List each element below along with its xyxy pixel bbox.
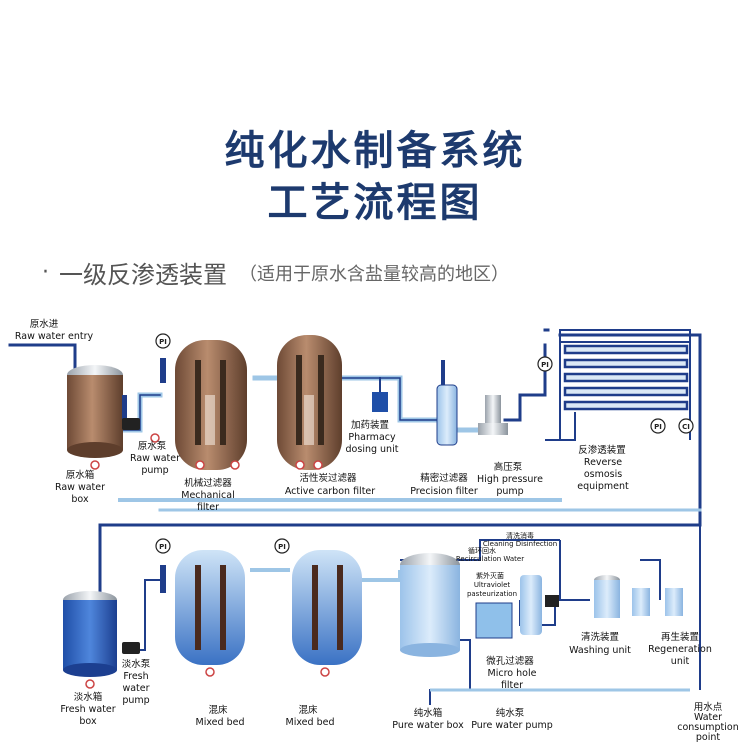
cleaning-en: Cleaning Disinfection [483,540,557,548]
recirc-en: Recirculation Water [456,555,524,563]
consumption-en3: point [696,732,721,743]
hp-pump-en1: High pressure [477,474,543,485]
fresh-pump-cn: 淡水泵 [122,658,151,670]
mixed-bed-1 [160,550,245,677]
raw-water-pump [122,418,160,443]
gauge-pi-2-label: PI [541,361,549,369]
mixed2-en: Mixed bed [286,717,335,728]
pure-pump-cn: 纯水泵 [496,707,525,719]
mech-en2: filter [197,502,219,513]
raw-box-en1: Raw water [55,482,105,493]
gauge-pi-4-label: PI [159,543,167,551]
precision-filter [436,360,458,446]
mixed1-cn: 混床 [208,704,228,716]
ro-en1: Reverse [584,457,622,468]
consumption-en1: Water [694,712,722,723]
washing-unit [594,575,620,618]
regen-en1: Regeneration [648,644,712,655]
raw-pump-en2: pump [141,465,168,476]
mech-cn: 机械过滤器 [184,477,232,489]
active-carbon-filter [277,335,342,470]
raw-pump-en1: Raw water [130,453,180,464]
cleaning-cn: 清洗消毒 [506,531,534,540]
gauge-pi-2: PI [537,356,553,372]
pure-box-cn: 纯水箱 [414,707,443,719]
ro-membrane-rack [545,329,691,441]
gauge-pi-3: PI [650,418,666,434]
dosing-en1: Pharmacy [348,432,396,443]
title-line-2: 工艺流程图 [267,180,483,226]
recirc-cn: 循环回水 [468,546,496,555]
gauge-pi-4: PI [155,538,171,554]
subtitle: · 一级反渗透装置 （适用于原水含盐量较高的地区） [42,255,509,290]
gauge-pi-5: PI [274,538,290,554]
gauge-pi-1: PI [155,333,171,349]
gauge-ci-label: CI [682,423,690,431]
mixed-bed-2 [292,550,362,677]
hp-pump-cn: 高压泵 [494,461,523,473]
gauge-pi-1-label: PI [159,338,167,346]
regen-cn: 再生装置 [661,631,699,643]
pure-box-en: Pure water box [392,720,464,731]
raw-entry-cn: 原水进 [30,318,59,330]
dosing-en2: dosing unit [346,444,399,455]
raw-entry-en: Raw water entry [15,331,94,342]
fresh-pump-en2: water [122,683,149,694]
fresh-box-en2: box [79,716,97,727]
gauge-ci: CI [678,418,694,434]
micro-en2: filter [501,680,523,691]
consumption-cn: 用水点 [694,701,723,713]
uv-sterilizer [475,602,513,639]
subtitle-main: 一级反渗透装置 [59,261,227,289]
washing-en: Washing unit [569,645,631,656]
pipes-bottom [125,525,701,705]
uv-en1: Ultraviolet [474,581,511,589]
mechanical-filter [160,340,247,470]
ro-en2: osmosis [584,469,622,480]
consumption-en2: consumption [677,722,739,733]
carbon-cn: 活性炭过滤器 [299,472,357,484]
precision-en: Precision filter [410,486,478,497]
pharmacy-dosing-unit [372,392,388,412]
pure-pump-en: Pure water pump [471,720,553,731]
mixed1-en: Mixed bed [196,717,245,728]
carbon-en: Active carbon filter [285,486,375,497]
fresh-pump-en3: pump [122,695,149,706]
subtitle-bullet: · [42,260,49,285]
raw-box-en2: box [71,494,89,505]
precision-cn: 精密过滤器 [420,472,468,484]
micro-en1: Micro hole [488,668,537,679]
raw-water-box [67,365,127,470]
component-labels: 原水进 Raw water entry 原水箱 Raw water box 原水… [15,318,739,743]
mixed2-cn: 混床 [298,704,318,716]
micro-hole-filter [520,575,559,635]
gauge-pi-3-label: PI [654,423,662,431]
pipes-top [8,328,702,602]
fresh-box-en1: Fresh water [60,704,115,715]
regeneration-unit [632,588,683,616]
fresh-pump-en1: Fresh [123,671,148,682]
gauge-pi-5-label: PI [278,543,286,551]
uv-en2: pasteurization [467,590,517,598]
ro-en3: equipment [577,481,629,492]
hp-pump-en2: pump [496,486,523,497]
subtitle-note: （适用于原水含盐量较高的地区） [239,263,509,285]
pure-water-box [400,553,460,657]
uv-cn: 紫外灭菌 [476,571,504,580]
high-pressure-pump [478,395,508,435]
raw-pump-cn: 原水泵 [138,440,167,452]
mech-en1: Mechanical [181,490,234,501]
fresh-water-pump [122,642,140,654]
washing-cn: 清洗装置 [581,631,619,643]
micro-cn: 微孔过滤器 [486,655,534,667]
raw-box-cn: 原水箱 [66,469,95,481]
fresh-water-box [63,591,117,689]
title-line-1: 纯化水制备系统 [224,128,526,174]
dosing-cn: 加药装置 [351,419,389,431]
fresh-box-cn: 淡水箱 [74,691,103,703]
ro-cn: 反渗透装置 [578,444,626,456]
regen-en2: unit [671,656,690,667]
